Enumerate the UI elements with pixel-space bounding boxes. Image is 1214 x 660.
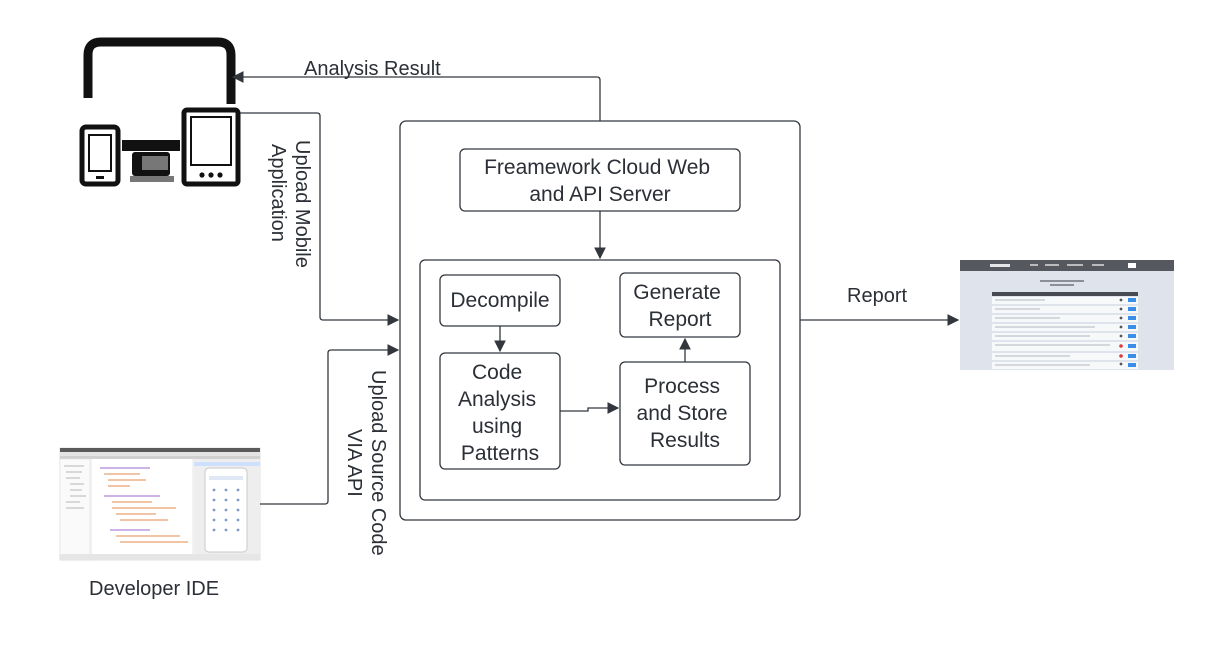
developer-ide-label: Developer IDE bbox=[89, 578, 219, 600]
analysis-to-process-arrow bbox=[560, 402, 620, 414]
analysis-result-arrow bbox=[231, 71, 601, 121]
upload-mobile-arrow bbox=[240, 112, 400, 326]
generate-report-box bbox=[619, 272, 741, 338]
report-label: Report bbox=[847, 285, 907, 307]
report-screenshot-thumbnail bbox=[960, 260, 1174, 370]
upload-mobile-label: Upload Mobile Application bbox=[267, 140, 313, 273]
mobile-desktop-tablet-icon bbox=[79, 37, 241, 187]
web-api-server-label: Freamework Cloud Web and API Server bbox=[484, 156, 716, 206]
ide-screenshot-thumbnail bbox=[59, 447, 261, 561]
analysis-result-label: Analysis Result bbox=[304, 58, 441, 80]
upload-source-arrow bbox=[260, 344, 400, 505]
decompile-label: Decompile bbox=[450, 289, 549, 312]
code-analysis-label: Code Analysis using Patterns bbox=[458, 361, 542, 465]
process-store-label: Process and Store Results bbox=[637, 375, 734, 452]
upload-source-label: Upload Source Code VIA API bbox=[343, 370, 389, 561]
generate-report-label: Generate Report bbox=[633, 281, 726, 331]
